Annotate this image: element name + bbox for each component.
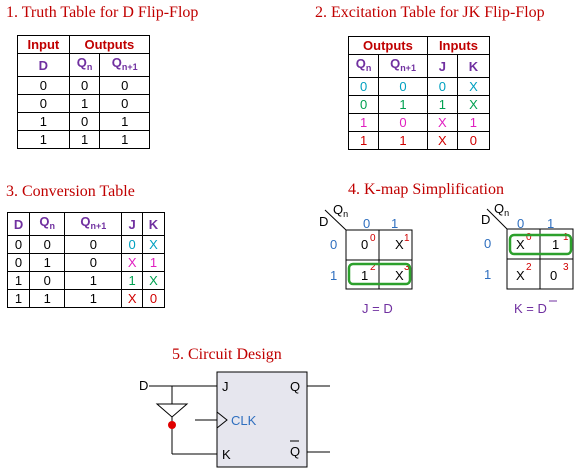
kmap-k-cell-11: 0 <box>550 268 557 283</box>
kmap-j-col-0: 0 <box>363 216 370 231</box>
pin-k: K <box>222 447 231 462</box>
not-gate-icon <box>155 403 189 418</box>
kmap-k-col-0: 0 <box>517 216 524 231</box>
svg-text:0: 0 <box>526 232 532 243</box>
pin-q-bar: Q <box>290 444 300 459</box>
kmap-k-col-1: 1 <box>547 216 554 231</box>
kmap-j-col-1: 1 <box>391 216 398 231</box>
circuit-input-d: D <box>139 378 148 393</box>
kmap-j-cell-10: 1 <box>361 268 368 283</box>
truth-col-d: D <box>17 53 70 77</box>
kmap-k-cell-00: X <box>516 237 525 252</box>
kmap-j-col-var: Qn <box>333 202 348 219</box>
truth-input-header: Input <box>17 35 70 54</box>
kmap-k-group-ring <box>508 233 573 256</box>
svg-text:0: 0 <box>370 233 376 244</box>
excitation-table-title: 2. Excitation Table for JK Flip-Flop <box>315 4 545 21</box>
kmap-k-cell-10: X <box>516 268 525 283</box>
kmap-j-row-var: D <box>319 214 328 229</box>
kmap-k-row-0: 0 <box>484 236 491 251</box>
kmap-j-cell-11: X <box>395 268 404 283</box>
excitation-col-k: K <box>456 54 491 78</box>
kmap-j-row-1: 1 <box>330 268 337 283</box>
svg-text:2: 2 <box>526 262 532 273</box>
svg-text:3: 3 <box>563 262 569 273</box>
conv-col-k: K <box>141 212 166 236</box>
circuit-diagram: D J CLK K Q Q <box>139 371 330 468</box>
truth-table-title: 1. Truth Table for D Flip-Flop <box>6 4 199 21</box>
kmap-k-row-1: 1 <box>484 267 491 282</box>
pin-q: Q <box>290 379 300 394</box>
kmap-k-col-var: Qn <box>494 201 509 218</box>
kmap-j-equation: J = D <box>362 301 393 316</box>
kmap-j: D Qn 0 1 0 1 0 X 1 X 0 1 2 3 J = D <box>319 202 413 316</box>
pin-clk: CLK <box>231 413 257 428</box>
kmap-k-equation: K = D <box>514 301 547 316</box>
conv-col-qn1: Qn+1 <box>64 212 123 236</box>
svg-text:1: 1 <box>404 233 410 244</box>
kmap-k-cell-01: 1 <box>552 237 559 252</box>
circuit-title: 5. Circuit Design <box>172 346 282 363</box>
svg-text:2: 2 <box>370 262 376 273</box>
kmap-j-cell-01: X <box>395 237 404 252</box>
conversion-table-title: 3. Conversion Table <box>6 183 135 200</box>
junction-dot <box>168 421 176 429</box>
svg-text:3: 3 <box>404 262 410 273</box>
kmap-k: D Qn 0 1 0 1 X 1 X 0 0 1 2 3 K = D <box>481 201 574 316</box>
truth-col-qn1: Qn+1 <box>99 53 150 77</box>
kmap-k-row-var: D <box>481 212 490 227</box>
jk-flip-flop-block <box>216 371 308 468</box>
kmap-j-row-0: 0 <box>330 237 337 252</box>
clock-edge-icon <box>216 411 228 429</box>
kmap-j-corner-line <box>324 209 347 231</box>
pin-j: J <box>222 379 229 394</box>
kmap-title: 4. K-map Simplification <box>348 181 504 198</box>
svg-text:1: 1 <box>563 232 569 243</box>
excitation-col-qn: Qn <box>347 54 380 78</box>
kmap-j-group-ring <box>347 262 412 286</box>
kmap-j-cell-00: 0 <box>361 237 368 252</box>
